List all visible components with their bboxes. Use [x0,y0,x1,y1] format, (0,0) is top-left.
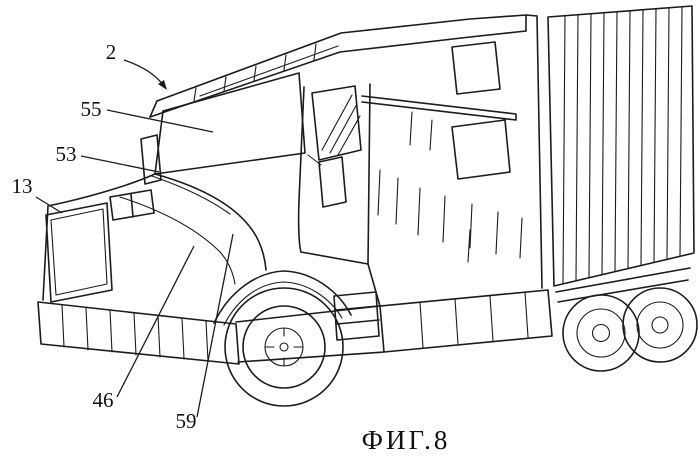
ref-label-13: 13 [12,174,33,198]
cab-body [149,14,543,307]
front-wheel-hub-center [279,342,289,352]
grille-frame [45,202,113,303]
roof-fairing-bottom [149,30,527,118]
front-wheel-tire [224,287,344,407]
trailer-underframe [555,267,691,303]
rear-wheels [562,287,698,372]
door-window [311,85,362,161]
headlamp [109,189,155,221]
front-wheel-hub-marks [265,327,303,367]
ref-label-59: 59 [176,409,197,433]
rear-wheel-outer-left [562,294,640,372]
a-pillar-door-edge [297,86,305,253]
windshield [154,72,306,175]
hood-top-edge [47,173,156,207]
leader-arrow-2 [123,59,165,87]
side-trim-band [361,95,517,121]
roof-fairing-shading [193,43,317,102]
trailer [547,5,695,303]
bumper-band [37,301,240,365]
cab-step-tank [333,291,380,341]
ref-label-2: 2 [106,40,117,64]
rear-wheel-hub-left [591,323,611,343]
hood-cut-line [119,196,236,285]
leader-line-53 [80,155,160,173]
door-mirror-arm [307,154,322,166]
roof-fairing-seam [199,45,339,97]
bumper-shading [61,304,209,362]
wheel-arch-inner [223,281,343,326]
door-window-shading [321,94,361,156]
rear-wheel-rim-left [576,308,626,358]
trailer-box [547,5,695,287]
door-mirror [318,156,347,208]
arrowhead-2 [158,80,167,90]
side-skirt-shading [419,291,529,349]
cab-side-shading [377,111,523,263]
leader-line-46 [116,245,195,398]
leader-line-55 [106,109,214,133]
front-wheel-rim [242,305,326,389]
leader-line-13 [35,196,63,214]
sleeper-window-lower [451,119,511,180]
cowl-line [151,175,231,215]
leader-line-59 [196,233,234,418]
roof-fairing-top [156,14,538,102]
annotations: 2 55 53 13 46 59 ФИГ.8 [12,40,451,455]
door-rocker [300,251,381,307]
rear-wheel-hub-right [651,316,669,334]
rear-wheel-rim-right [636,301,684,349]
front-wheel [224,287,344,407]
hood-front-end [42,173,352,326]
front-bumper [37,301,240,365]
figure-caption: ФИГ.8 [362,425,451,455]
sleeper-rear-edge [536,15,543,289]
side-skirt-band [379,289,553,353]
windows [154,41,511,180]
rear-wheel-outer-right [622,287,698,363]
left-mirror [140,134,162,185]
ref-label-46: 46 [93,388,114,412]
ref-label-53: 53 [56,142,77,166]
wheel-arch [213,270,352,324]
door-rear-seam [367,83,371,265]
grille-mesh [50,208,108,296]
fender-seam [154,173,267,271]
sleeper-window-upper [451,41,501,95]
trailer-panel-shading [562,6,683,284]
ref-label-55: 55 [81,97,102,121]
roof-fairing-edges [149,14,527,118]
